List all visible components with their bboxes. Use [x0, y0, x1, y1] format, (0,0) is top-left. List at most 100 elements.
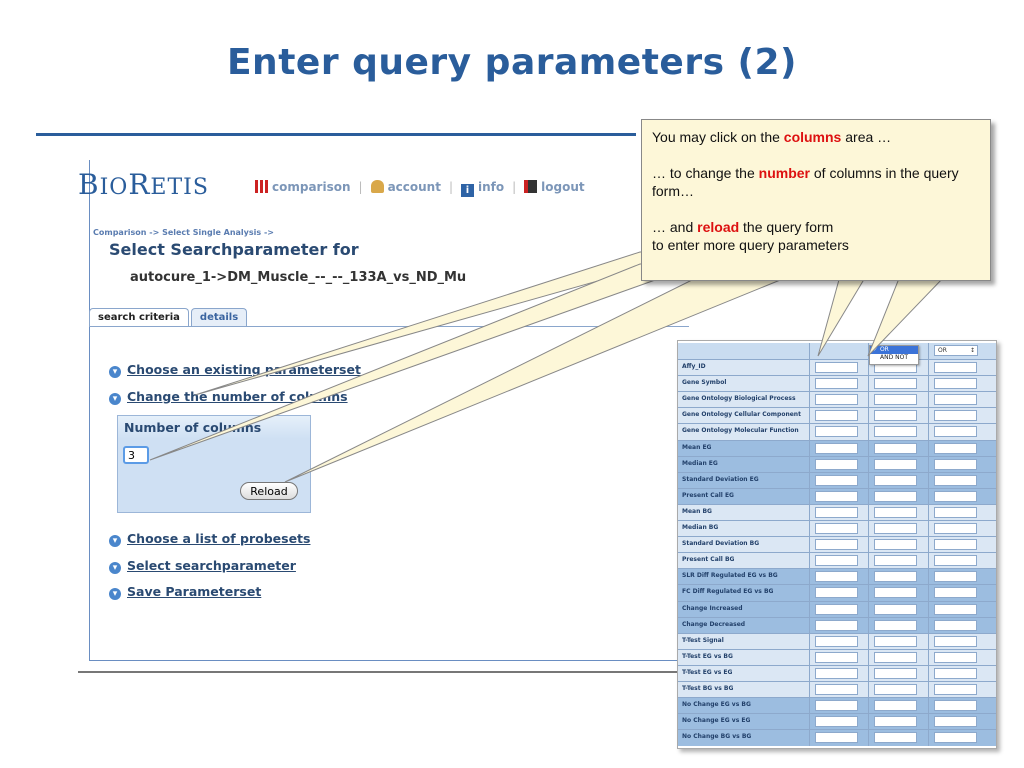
grid-row: Change Increased: [678, 600, 996, 618]
callout-text: … to change the: [652, 165, 759, 181]
nav-account[interactable]: account: [370, 180, 441, 194]
save-parameterset-link[interactable]: ▾Save Parameterset: [109, 584, 261, 600]
tab-search-criteria[interactable]: search criteria: [89, 308, 189, 326]
grid-input-cell[interactable]: [934, 732, 977, 744]
dropdown-option-and-not[interactable]: AND NOT: [880, 354, 908, 361]
operator-select[interactable]: OR ↕: [934, 345, 978, 356]
choose-existing-parameterset-link[interactable]: ▾Choose an existing parameterset: [109, 362, 361, 378]
select-searchparameter-link[interactable]: ▾Select searchparameter: [109, 558, 296, 574]
grid-input-cell[interactable]: [874, 442, 917, 454]
grid-input-cell[interactable]: [934, 410, 977, 422]
grid-input-cell[interactable]: [815, 394, 858, 406]
grid-input-cell[interactable]: [815, 651, 858, 663]
change-number-of-columns-link[interactable]: ▾Change the number of columns: [109, 389, 348, 405]
grid-row-label: Median EG: [682, 459, 718, 467]
grid-input-cell[interactable]: [934, 490, 977, 502]
page-heading: Select Searchparameter for: [109, 240, 359, 259]
grid-input-cell[interactable]: [874, 378, 917, 390]
grid-input-cell[interactable]: [815, 523, 858, 534]
grid-input-cell[interactable]: [874, 458, 917, 470]
grid-input-cell[interactable]: [815, 474, 858, 486]
grid-input-cell[interactable]: [815, 539, 858, 551]
grid-input-cell[interactable]: [874, 700, 917, 712]
grid-input-cell[interactable]: [934, 635, 977, 647]
grid-input-cell[interactable]: [815, 587, 858, 599]
grid-input-cell[interactable]: [815, 716, 858, 728]
grid-input-cell[interactable]: [934, 587, 977, 599]
nav-logout[interactable]: logout: [524, 180, 585, 194]
grid-input-cell[interactable]: [815, 506, 858, 518]
breadcrumb[interactable]: Comparison -> Select Single Analysis ->: [93, 228, 274, 237]
grid-input-cell[interactable]: [934, 700, 977, 712]
nav-comparison[interactable]: comparison: [255, 180, 351, 194]
grid-input-cell[interactable]: [874, 474, 917, 486]
grid-input-cell[interactable]: [815, 410, 858, 422]
grid-input-cell[interactable]: [934, 571, 977, 583]
grid-row-label: Change Increased: [682, 604, 743, 612]
grid-input-cell[interactable]: [874, 410, 917, 422]
grid-row: Gene Ontology Biological Process: [678, 391, 996, 409]
logo-letters-etis: ETIS: [150, 175, 209, 200]
grid-input-cell[interactable]: [934, 378, 977, 390]
grid-input-cell[interactable]: [934, 539, 977, 551]
grid-input-cell[interactable]: [874, 539, 917, 551]
grid-input-cell[interactable]: [934, 555, 977, 567]
grid-input-cell[interactable]: [815, 667, 858, 679]
grid-input-cell[interactable]: [874, 426, 917, 438]
grid-input-cell[interactable]: [874, 716, 917, 728]
grid-row: Mean EG: [678, 439, 996, 457]
grid-input-cell[interactable]: [874, 523, 917, 534]
grid-input-cell[interactable]: [815, 684, 858, 695]
grid-input-cell[interactable]: [815, 426, 858, 438]
grid-input-cell[interactable]: [934, 506, 977, 518]
grid-input-cell[interactable]: [874, 684, 917, 695]
grid-input-cell[interactable]: [934, 362, 977, 373]
grid-input-cell[interactable]: [934, 603, 977, 615]
grid-input-cell[interactable]: [874, 587, 917, 599]
tip-callout: You may click on the columns area … … to…: [641, 119, 991, 281]
grid-input-cell[interactable]: [815, 378, 858, 390]
grid-input-cell[interactable]: [815, 700, 858, 712]
grid-input-cell[interactable]: [934, 474, 977, 486]
grid-input-cell[interactable]: [815, 619, 858, 631]
grid-input-cell[interactable]: [815, 571, 858, 583]
choose-probesets-link[interactable]: ▾Choose a list of probesets: [109, 531, 310, 547]
operator-dropdown[interactable]: ✓ OR AND NOT: [869, 345, 919, 365]
grid-input-cell[interactable]: [874, 667, 917, 679]
grid-input-cell[interactable]: [934, 716, 977, 728]
grid-input-cell[interactable]: [874, 603, 917, 615]
grid-input-cell[interactable]: [934, 523, 977, 534]
grid-input-cell[interactable]: [874, 732, 917, 744]
grid-input-cell[interactable]: [934, 458, 977, 470]
bioretis-logo[interactable]: BIORETIS: [78, 168, 209, 201]
grid-input-cell[interactable]: [934, 442, 977, 454]
grid-input-cell[interactable]: [815, 732, 858, 744]
grid-row: T-Test Signal: [678, 632, 996, 650]
grid-input-cell[interactable]: [934, 667, 977, 679]
grid-input-cell[interactable]: [874, 555, 917, 567]
grid-input-cell[interactable]: [815, 555, 858, 567]
grid-input-cell[interactable]: [874, 571, 917, 583]
grid-input-cell[interactable]: [934, 684, 977, 695]
grid-input-cell[interactable]: [874, 651, 917, 663]
grid-input-cell[interactable]: [874, 635, 917, 647]
grid-input-cell[interactable]: [815, 635, 858, 647]
grid-input-cell[interactable]: [934, 651, 977, 663]
grid-input-cell[interactable]: [815, 458, 858, 470]
grid-input-cell[interactable]: [874, 619, 917, 631]
grid-input-cell[interactable]: [815, 490, 858, 502]
grid-input-cell[interactable]: [815, 603, 858, 615]
grid-input-cell[interactable]: [815, 362, 858, 373]
grid-input-cell[interactable]: [934, 426, 977, 438]
reload-button[interactable]: Reload: [240, 482, 298, 500]
grid-input-cell[interactable]: [874, 490, 917, 502]
number-of-columns-input[interactable]: [123, 446, 149, 464]
grid-input-cell[interactable]: [934, 394, 977, 406]
tab-details[interactable]: details: [190, 308, 248, 326]
grid-input-cell[interactable]: [874, 394, 917, 406]
grid-input-cell[interactable]: [934, 619, 977, 631]
grid-input-cell[interactable]: [815, 442, 858, 454]
dropdown-option-or[interactable]: ✓ OR: [870, 346, 918, 354]
grid-input-cell[interactable]: [874, 506, 917, 518]
